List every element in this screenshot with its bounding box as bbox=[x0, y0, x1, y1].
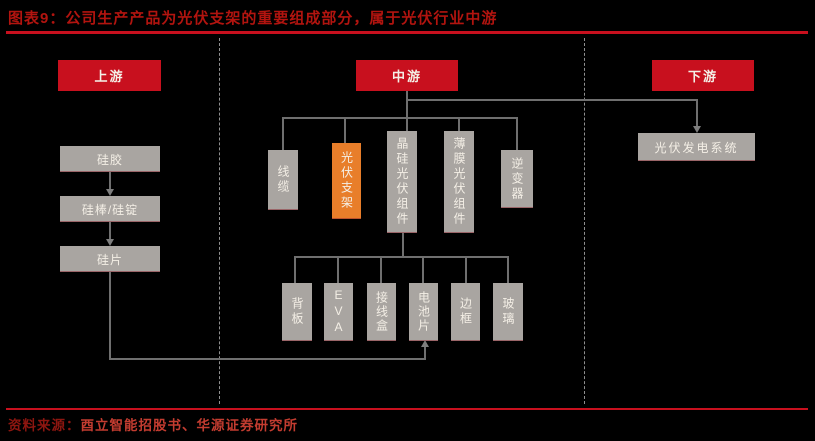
source-text: 酉立智能招股书、华源证券研究所 bbox=[80, 418, 298, 433]
node-silicon-wafer-label: 硅片 bbox=[96, 252, 123, 267]
node-crystalline-pv-module: 晶硅光伏组件 bbox=[387, 131, 417, 233]
node-cable: 线缆 bbox=[268, 150, 298, 210]
stage-header-upstream-label: 上游 bbox=[94, 69, 125, 84]
connector-drop-frame bbox=[465, 256, 467, 283]
connector-drop-bracket bbox=[344, 117, 346, 144]
node-inverter-label: 逆变器 bbox=[510, 156, 524, 202]
stage-divider-right bbox=[584, 38, 585, 404]
node-frame: 边框 bbox=[451, 283, 480, 341]
node-thinfilm-pv-module-label: 薄膜光伏组件 bbox=[452, 137, 466, 227]
stage-divider-left bbox=[219, 38, 220, 404]
node-silicon-rod-ingot-label: 硅棒/硅锭 bbox=[81, 202, 139, 217]
connector-midstream-bus bbox=[283, 117, 518, 119]
arrow-down-icon bbox=[106, 239, 114, 246]
node-eva-label: EVA bbox=[331, 288, 346, 336]
connector-drop-cable bbox=[282, 117, 284, 151]
node-backsheet-label: 背板 bbox=[290, 297, 304, 327]
node-pv-bracket-label: 光伏支架 bbox=[339, 151, 354, 211]
connector-module-trunk bbox=[402, 233, 404, 258]
node-cable-label: 线缆 bbox=[276, 165, 290, 195]
stage-header-upstream: 上游 bbox=[58, 60, 161, 91]
node-eva: EVA bbox=[324, 283, 353, 341]
node-frame-label: 边框 bbox=[458, 297, 473, 327]
connector-wafer-up bbox=[424, 347, 426, 360]
connector-drop-inverter bbox=[516, 117, 518, 150]
stage-header-downstream: 下游 bbox=[652, 60, 754, 91]
connector-to-downstream bbox=[406, 99, 698, 101]
node-silica-gel: 硅胶 bbox=[60, 146, 160, 172]
connector-drop-glass bbox=[507, 256, 509, 283]
connector-module-bus bbox=[295, 256, 509, 258]
node-glass: 玻璃 bbox=[493, 283, 523, 341]
node-pv-power-system-label: 光伏发电系统 bbox=[654, 140, 739, 155]
node-crystalline-pv-module-label: 晶硅光伏组件 bbox=[395, 137, 409, 227]
node-pv-power-system: 光伏发电系统 bbox=[638, 133, 755, 161]
connector-upstream-1 bbox=[109, 172, 111, 190]
connector-drop-backsheet bbox=[294, 256, 296, 283]
node-pv-bracket-highlighted: 光伏支架 bbox=[332, 143, 361, 219]
stage-header-midstream-label: 中游 bbox=[391, 69, 422, 84]
node-glass-label: 玻璃 bbox=[501, 297, 515, 327]
node-inverter: 逆变器 bbox=[501, 150, 533, 208]
node-solar-cell: 电池片 bbox=[409, 283, 438, 341]
connector-midstream-trunk bbox=[406, 91, 408, 131]
arrow-down-icon bbox=[106, 189, 114, 196]
connector-drop-thinfilm bbox=[458, 117, 460, 131]
node-junction-box: 接线盒 bbox=[367, 283, 396, 341]
arrow-up-icon bbox=[421, 340, 429, 347]
connector-wafer-down bbox=[109, 272, 111, 360]
connector-upstream-2 bbox=[109, 222, 111, 240]
node-thinfilm-pv-module: 薄膜光伏组件 bbox=[444, 131, 474, 233]
figure-title: 图表9：公司生产产品为光伏支架的重要组成部分，属于光伏行业中游 bbox=[8, 10, 498, 27]
source-label: 资料来源： bbox=[8, 418, 81, 433]
arrow-down-icon bbox=[693, 126, 701, 133]
connector-drop-eva bbox=[337, 256, 339, 283]
connector-downstream-drop bbox=[696, 99, 698, 127]
connector-drop-junction-box bbox=[380, 256, 382, 283]
stage-header-downstream-label: 下游 bbox=[687, 69, 718, 84]
node-silicon-wafer: 硅片 bbox=[60, 246, 160, 272]
node-silicon-rod-ingot: 硅棒/硅锭 bbox=[60, 196, 160, 222]
node-backsheet: 背板 bbox=[282, 283, 312, 341]
footer-rule bbox=[6, 408, 808, 410]
node-solar-cell-label: 电池片 bbox=[416, 291, 431, 333]
connector-wafer-across bbox=[109, 358, 426, 360]
title-underline bbox=[6, 31, 808, 34]
source-line: 资料来源：酉立智能招股书、华源证券研究所 bbox=[8, 414, 298, 434]
node-silica-gel-label: 硅胶 bbox=[96, 152, 123, 167]
connector-drop-cell bbox=[422, 256, 424, 283]
stage-header-midstream: 中游 bbox=[356, 60, 458, 91]
node-junction-box-label: 接线盒 bbox=[374, 291, 389, 333]
